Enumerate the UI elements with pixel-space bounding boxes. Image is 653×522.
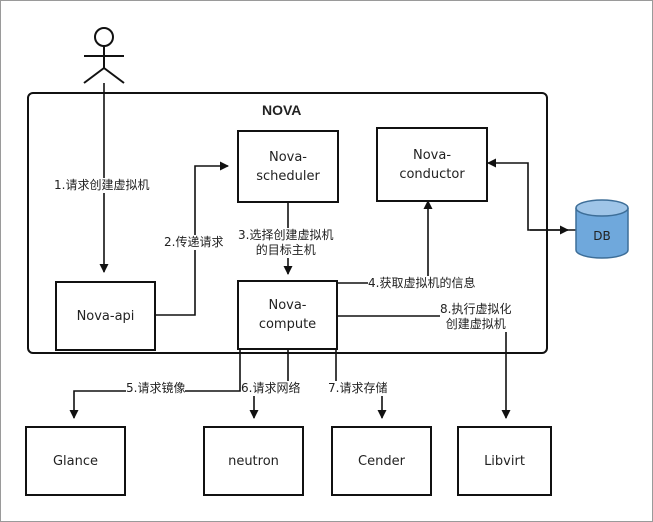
edge-4-label: 4.获取虚拟机的信息 [368,276,476,291]
edge-7-label: 7.请求存储 [328,381,388,396]
db-cylinder-icon [575,199,629,259]
nova-conductor-label: Nova- conductor [399,147,465,182]
libvirt-box[interactable]: Libvirt [457,426,552,496]
nova-api-label: Nova-api [76,308,135,324]
user-actor-icon [83,27,125,84]
glance-label: Glance [52,453,99,469]
nova-conductor-box[interactable]: Nova- conductor [376,127,488,202]
edge-4-line [338,200,433,284]
edge-1-label: 1.请求创建虚拟机 [54,178,150,193]
nova-compute-box[interactable]: Nova- compute [237,280,338,350]
edge-5-label: 5.请求镜像 [126,381,186,396]
nova-title: NOVA [262,102,302,118]
neutron-label: neutron [228,453,279,469]
nova-compute-label: Nova- compute [258,298,317,332]
neutron-box[interactable]: neutron [203,426,304,496]
edge-8-label: 8.执行虚拟化 创建虚拟机 [440,302,512,332]
nova-scheduler-label: Nova- scheduler [256,149,320,184]
nova-scheduler-box[interactable]: Nova- scheduler [237,130,339,203]
edge-6-label: 6.请求网络 [241,381,301,396]
edge-2-label: 2.传递请求 [164,235,224,250]
db-label: DB [593,229,611,243]
libvirt-label: Libvirt [484,453,525,469]
cender-box[interactable]: Cender [331,426,432,496]
nova-api-box[interactable]: Nova-api [55,281,156,351]
cender-label: Cender [358,453,405,469]
glance-box[interactable]: Glance [25,426,126,496]
db-conductor-line [487,158,576,231]
edge-3-label: 3.选择创建虚拟机 的目标主机 [238,228,334,258]
